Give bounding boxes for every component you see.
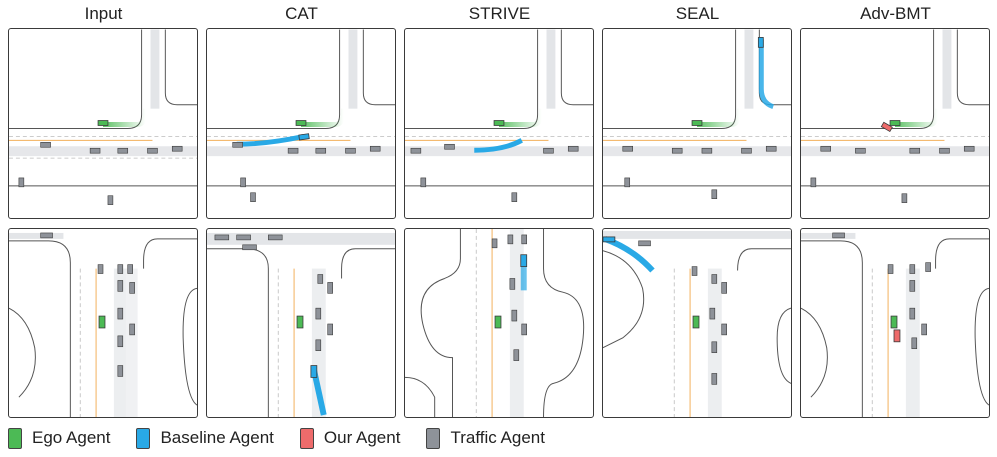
column-title-strive: STRIVE xyxy=(468,4,531,23)
legend-label: Ego Agent xyxy=(32,428,111,447)
scene-map xyxy=(603,230,791,417)
scene-map xyxy=(9,232,197,417)
traffic-agent-swatch xyxy=(426,427,441,449)
baseline-agent-swatch xyxy=(136,427,151,449)
legend-label: Traffic Agent xyxy=(450,428,545,447)
column-title-cat: CAT xyxy=(285,4,318,23)
ego-agent xyxy=(97,120,109,126)
scene-row2-input xyxy=(8,228,198,418)
our-agent xyxy=(880,121,893,133)
scene-map xyxy=(801,29,989,203)
scene-map xyxy=(405,229,585,417)
legend-item-baseline: Baseline Agent xyxy=(136,427,274,449)
legend-item-traffic: Traffic Agent xyxy=(426,427,545,449)
scene-map xyxy=(9,29,197,205)
legend-item-ego: Ego Agent xyxy=(8,427,111,449)
scene-map xyxy=(405,29,593,202)
scene-row1-strive xyxy=(404,28,594,219)
scene-row1-input xyxy=(8,28,198,219)
legend: Ego Agent Baseline Agent Our Agent Traff… xyxy=(8,424,571,452)
our-agent-swatch xyxy=(299,427,314,449)
scene-map xyxy=(801,232,989,417)
scene-row1-cat xyxy=(206,28,396,219)
scene-map xyxy=(207,232,395,417)
scene-row2-seal xyxy=(602,228,792,418)
ego-agent-swatch xyxy=(8,427,22,449)
column-title-seal: SEAL xyxy=(675,4,720,23)
baseline-agent xyxy=(298,133,310,141)
scene-row2-strive xyxy=(404,228,594,418)
legend-label: Baseline Agent xyxy=(160,428,274,447)
scene-row2-adv-bmt xyxy=(800,228,990,418)
legend-label: Our Agent xyxy=(323,428,401,447)
scene-map xyxy=(603,29,791,199)
column-title-adv-bmt: Adv-BMT xyxy=(860,4,931,23)
column-title-input: Input xyxy=(84,4,123,23)
scene-row1-adv-bmt xyxy=(800,28,990,219)
scene-row1-seal xyxy=(602,28,792,219)
scene-row2-cat xyxy=(206,228,396,418)
legend-item-our: Our Agent xyxy=(299,427,401,449)
scene-map xyxy=(207,29,395,202)
